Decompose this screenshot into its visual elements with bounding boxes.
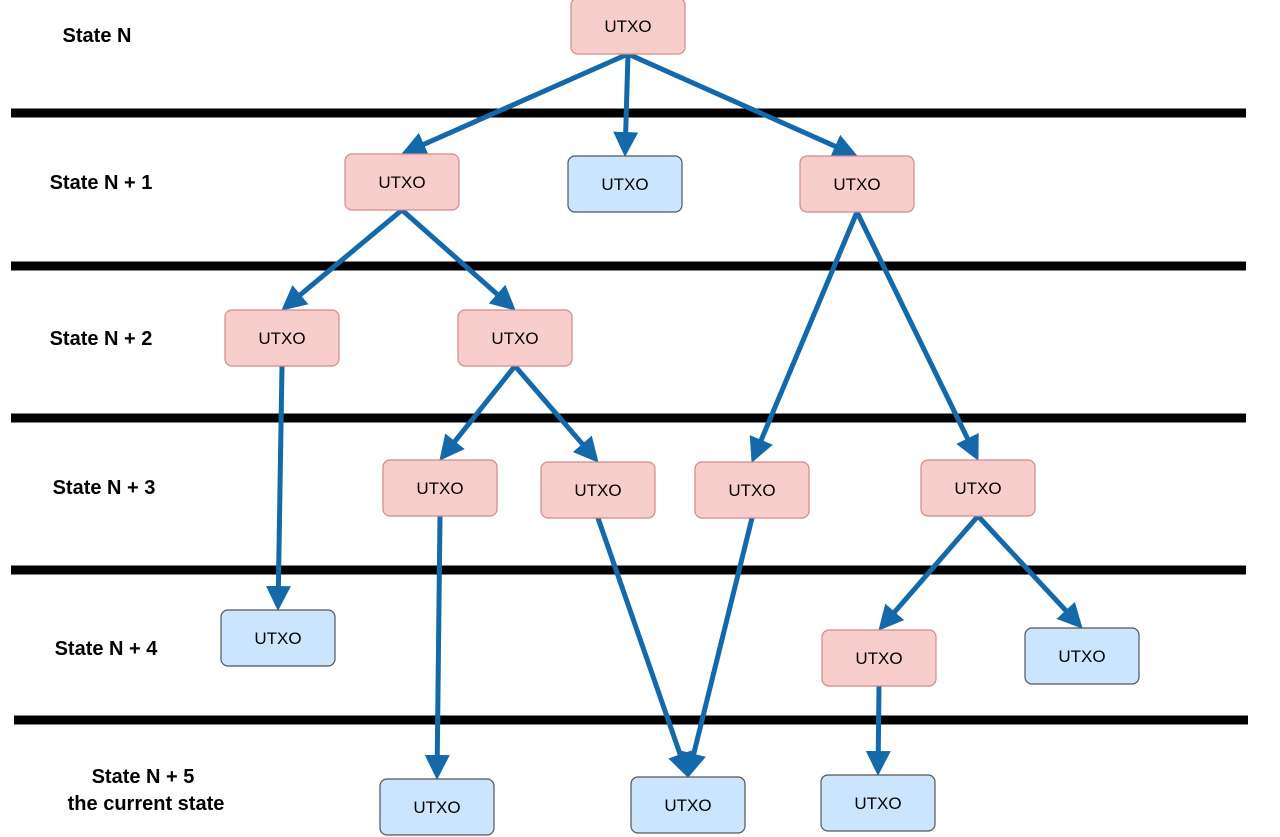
utxo-box [344, 153, 460, 211]
utxo-node-spent: UTXO [821, 629, 937, 687]
spend-arrow [613, 51, 639, 157]
utxo-label: UTXO [855, 649, 902, 668]
state-label-n: State N [63, 25, 132, 47]
utxo-box [220, 609, 336, 667]
utxo-label: UTXO [491, 329, 538, 348]
spend-arrow [681, 515, 755, 778]
utxo-box [799, 155, 915, 213]
spend-arrow [399, 207, 516, 311]
state-labels: State N State N + 1 State N + 2 State N … [50, 25, 225, 815]
utxo-node-unspent: UTXO [220, 609, 336, 667]
utxo-node-unspent: UTXO [630, 776, 746, 834]
utxo-node-spent: UTXO [224, 309, 340, 367]
utxo-node-unspent: UTXO [567, 155, 683, 213]
utxo-box [567, 155, 683, 213]
utxo-label: UTXO [378, 173, 425, 192]
spend-arrow [878, 513, 981, 631]
spend-arrow [401, 51, 631, 156]
utxo-box [920, 459, 1036, 517]
utxo-node-unspent: UTXO [1024, 627, 1140, 685]
utxo-node-spent: UTXO [799, 155, 915, 213]
utxo-label: UTXO [254, 629, 301, 648]
node-layer: UTXO UTXO UTXO UTXO UTXO UTXO UTXO UTXO UTXO UTXO… [220, 0, 1140, 836]
state-label-n-plus-3: State N + 3 [53, 477, 156, 499]
utxo-box [382, 459, 498, 517]
state-separators [11, 108, 1248, 725]
state-label-n-plus-2: State N + 2 [50, 328, 153, 350]
state-sublabel-current: the current state [68, 793, 225, 815]
utxo-node-unspent: UTXO [379, 778, 495, 836]
utxo-node-spent: UTXO [694, 461, 810, 519]
utxo-label: UTXO [1058, 647, 1105, 666]
utxo-label: UTXO [416, 479, 463, 498]
edge-layer [265, 51, 1083, 780]
state-label-n-plus-4: State N + 4 [55, 638, 159, 660]
utxo-box [1024, 627, 1140, 685]
spend-arrow [424, 513, 450, 780]
utxo-label: UTXO [954, 479, 1001, 498]
spend-arrow [439, 363, 518, 461]
utxo-node-spent: UTXO [570, 0, 686, 55]
utxo-node-spent: UTXO [540, 461, 656, 519]
utxo-label: UTXO [604, 17, 651, 36]
spend-arrow [281, 207, 405, 311]
utxo-label: UTXO [601, 175, 648, 194]
utxo-box [821, 629, 937, 687]
state-label-n-plus-5: State N + 5 [92, 766, 195, 788]
utxo-box [457, 309, 573, 367]
utxo-node-unspent: UTXO [820, 774, 936, 832]
utxo-box [224, 309, 340, 367]
spend-arrow [854, 209, 979, 461]
spend-arrow [595, 515, 692, 778]
utxo-box [630, 776, 746, 834]
utxo-node-spent: UTXO [382, 459, 498, 517]
spend-arrow [625, 51, 858, 158]
utxo-label: UTXO [664, 796, 711, 815]
utxo-box [820, 774, 936, 832]
utxo-box [379, 778, 495, 836]
utxo-box [694, 461, 810, 519]
utxo-label: UTXO [854, 794, 901, 813]
utxo-label: UTXO [413, 798, 460, 817]
spend-arrow [749, 209, 860, 463]
utxo-label: UTXO [833, 175, 880, 194]
spend-arrow [865, 683, 891, 776]
utxo-label: UTXO [728, 481, 775, 500]
utxo-box [540, 461, 656, 519]
utxo-node-spent: UTXO [457, 309, 573, 367]
spend-arrow [512, 363, 599, 463]
utxo-node-spent: UTXO [920, 459, 1036, 517]
utxo-box [570, 0, 686, 55]
spend-arrow [265, 363, 291, 611]
utxo-label: UTXO [258, 329, 305, 348]
utxo-node-spent: UTXO [344, 153, 460, 211]
utxo-label: UTXO [574, 481, 621, 500]
state-label-n-plus-1: State N + 1 [50, 172, 153, 194]
spend-arrow [975, 513, 1083, 629]
